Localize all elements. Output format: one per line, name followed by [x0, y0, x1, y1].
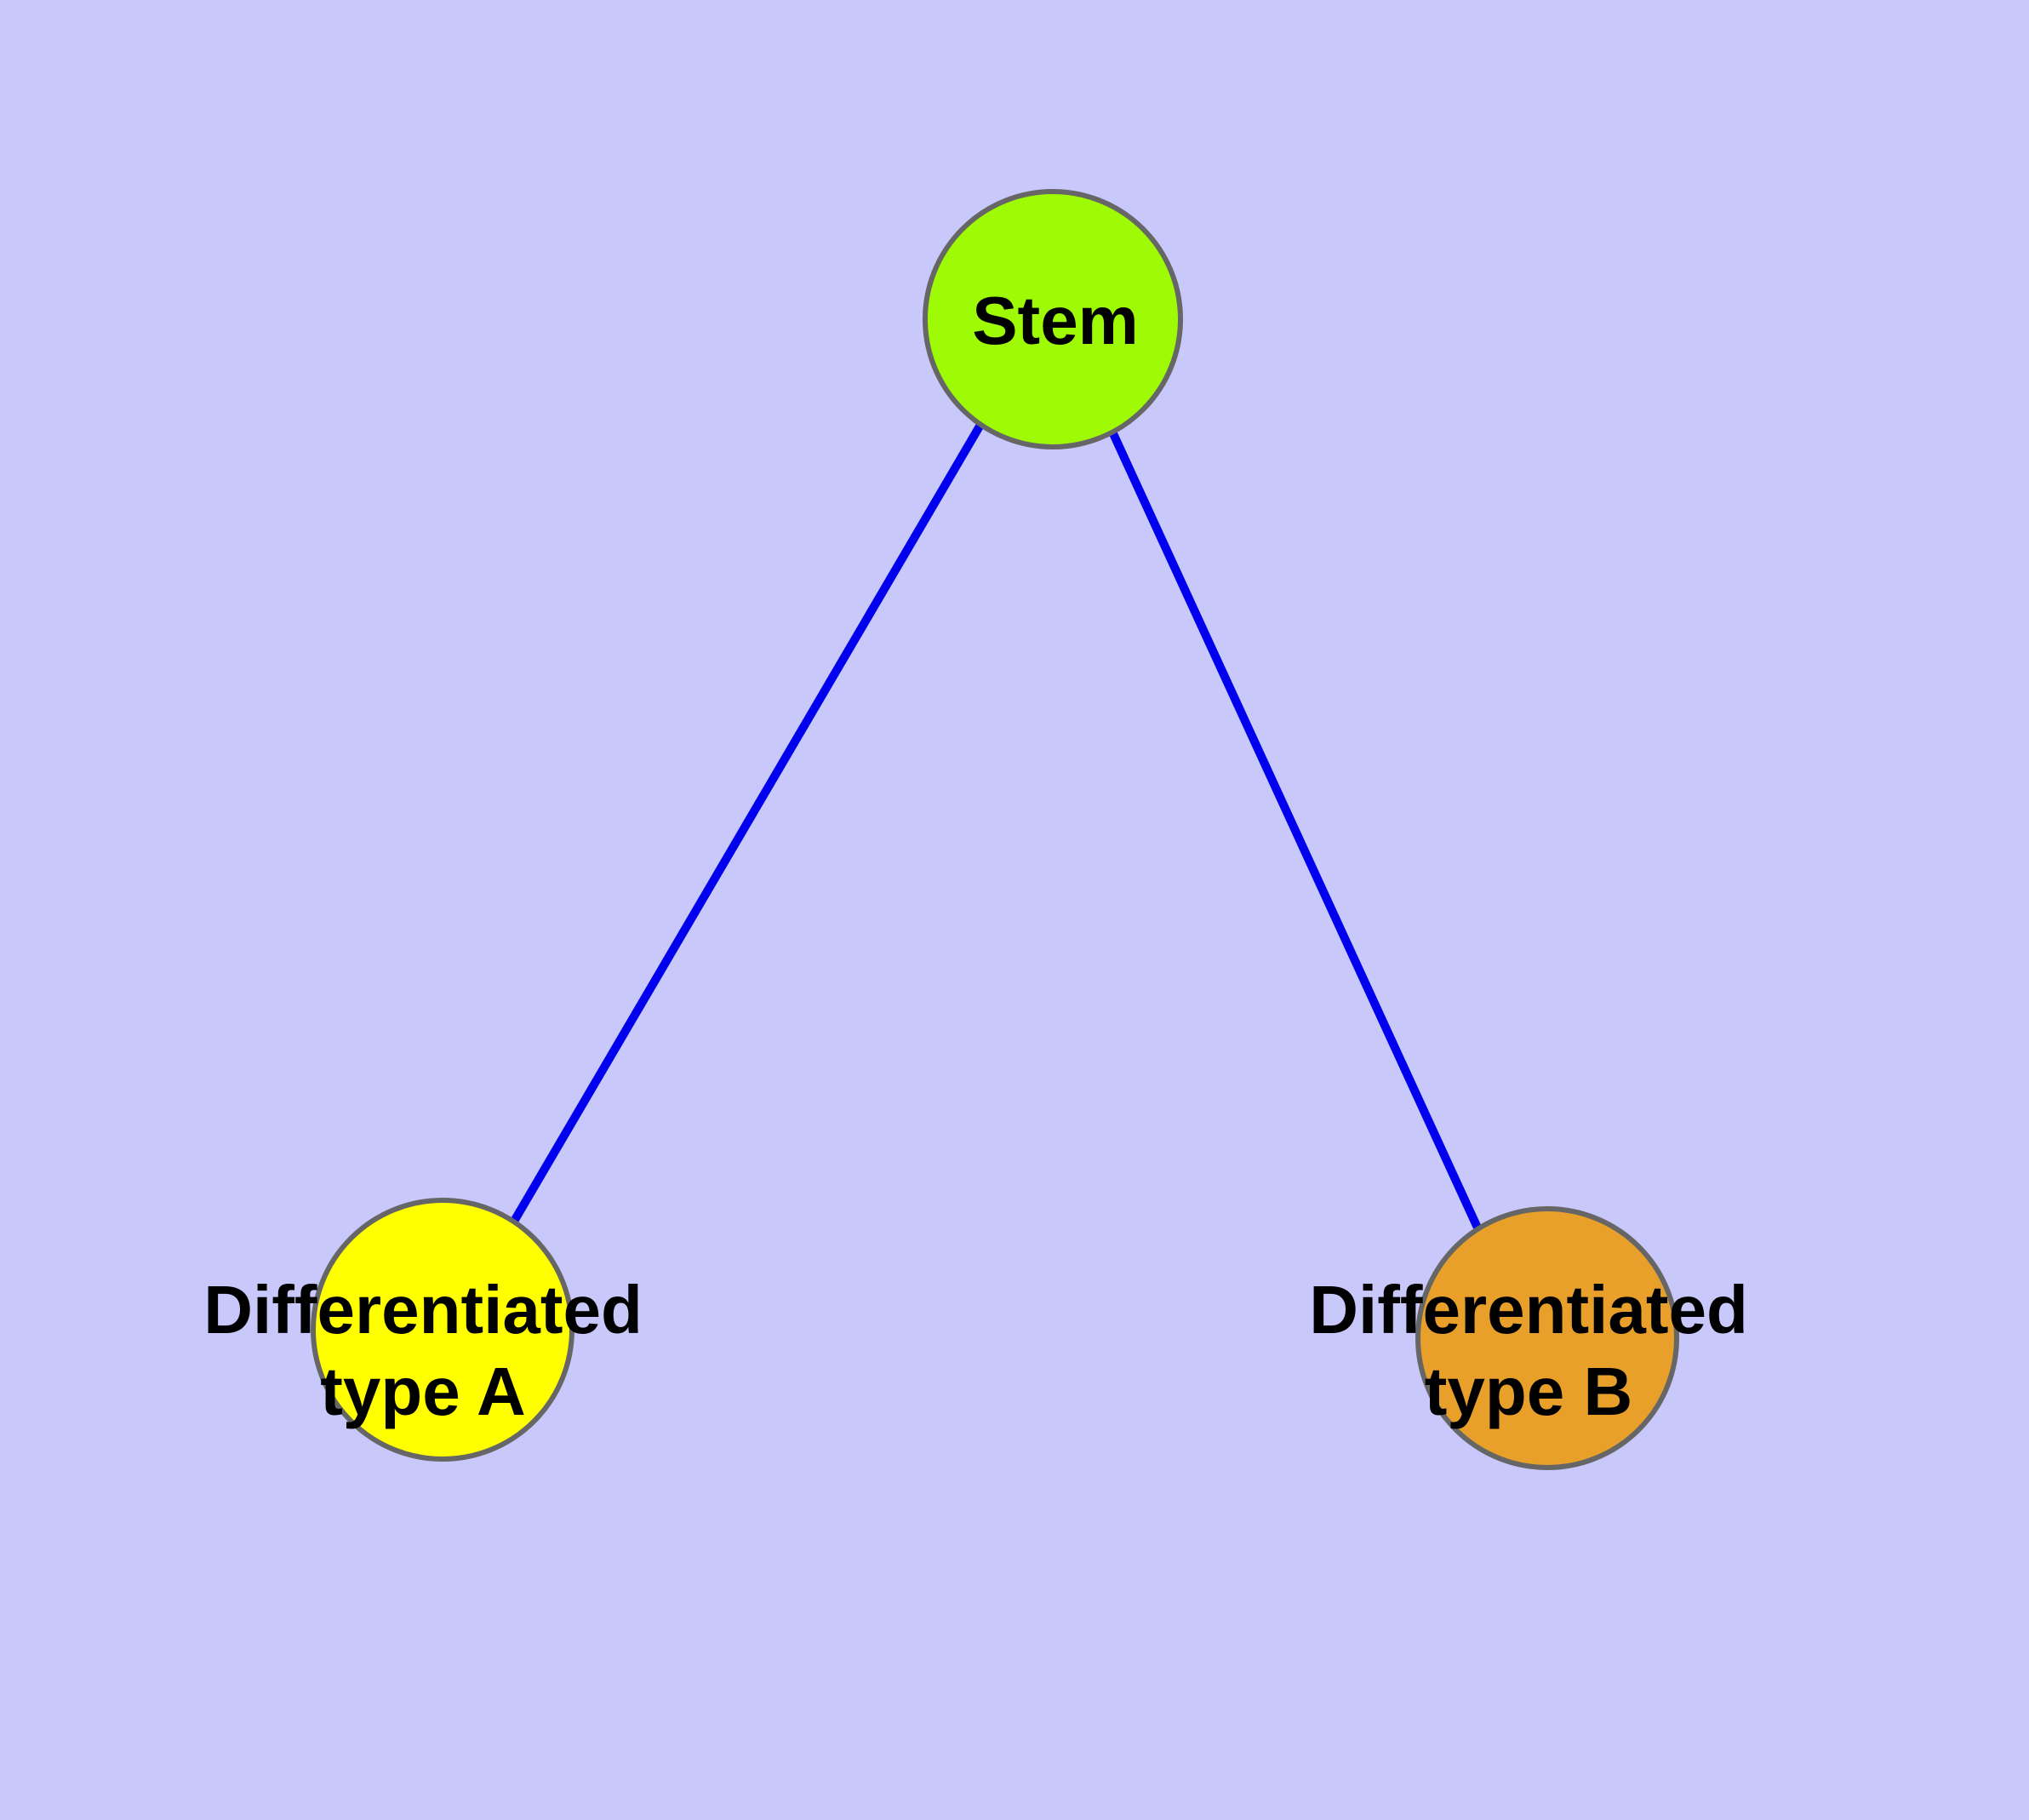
node-stem[interactable]: Stem	[923, 189, 1183, 449]
node-stem-circle[interactable]	[923, 189, 1183, 449]
node-differentiated-type-b-circle[interactable]	[1415, 1206, 1679, 1470]
node-differentiated-type-a-circle[interactable]	[311, 1198, 574, 1462]
edge-stem-to-diff-a[interactable]	[508, 421, 985, 1228]
edge-layer	[508, 421, 1481, 1230]
edge-stem-to-diff-b[interactable]	[1107, 426, 1481, 1230]
node-stem-label: Stem	[972, 283, 1139, 358]
